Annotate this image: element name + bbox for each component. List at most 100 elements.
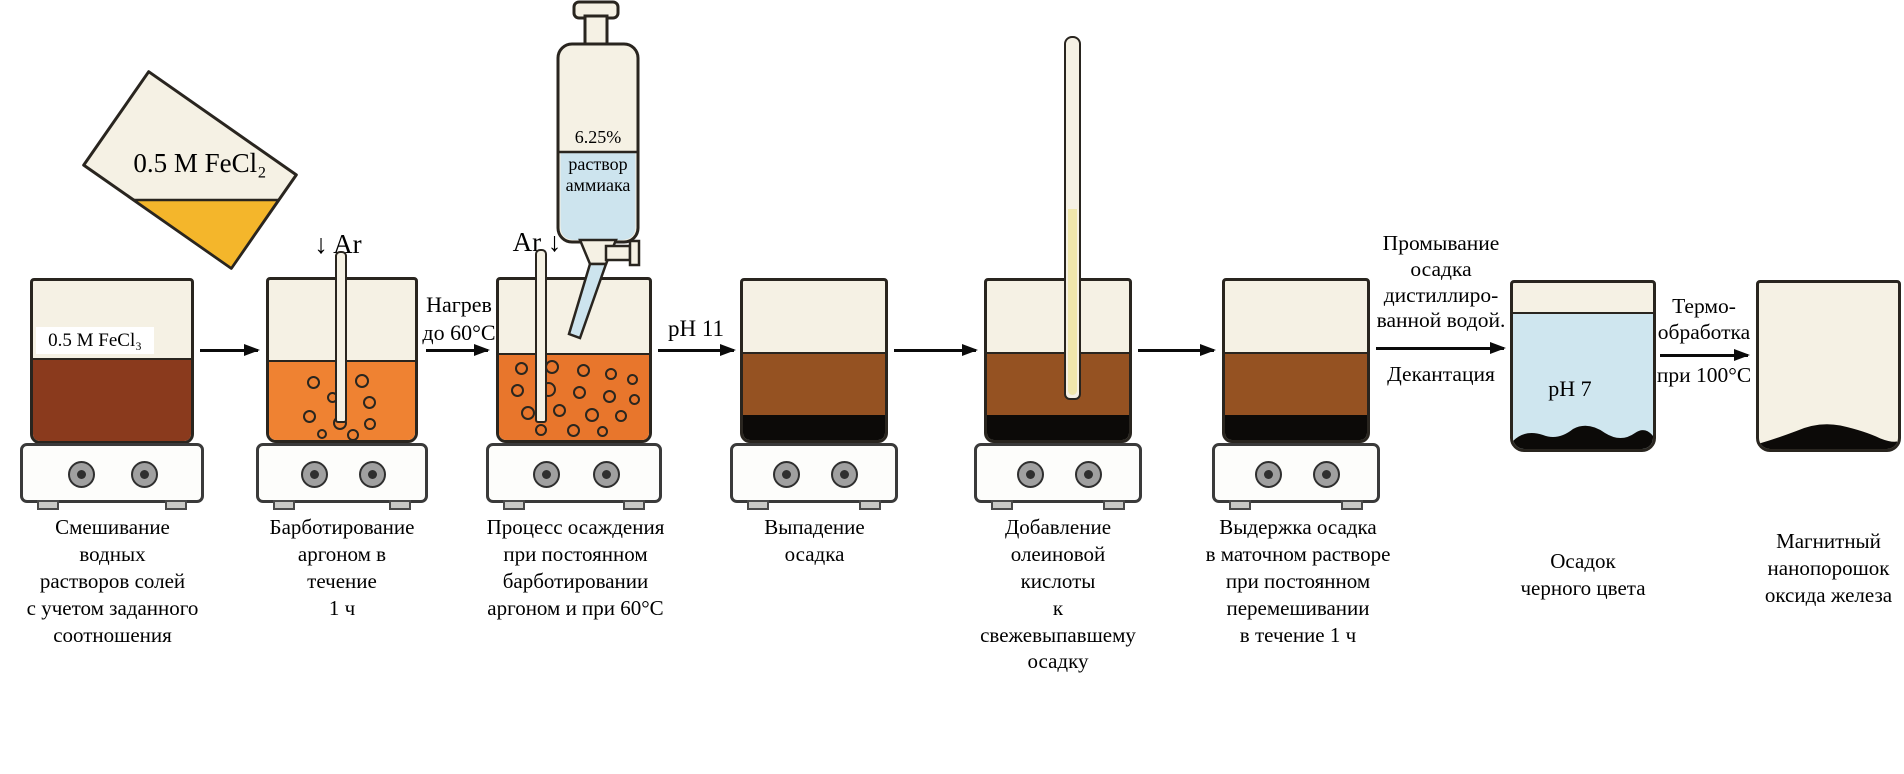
- beaker-precipitate: [740, 278, 888, 443]
- arrow-step2-3: [426, 344, 490, 356]
- bubble: [535, 424, 547, 436]
- black-sediment-mound: [1513, 425, 1653, 449]
- magnetic-stirrer-6: [1212, 443, 1380, 510]
- caption-step5: Добавление олеиновой кислоты к свежевыпа…: [980, 515, 1136, 674]
- stirrer-knob: [831, 461, 858, 488]
- beaker-oleic-addition: [984, 278, 1132, 443]
- bubble: [317, 429, 327, 439]
- arrow-step4-5: [894, 344, 978, 356]
- stirrer-foot: [503, 500, 525, 510]
- bubble: [303, 410, 316, 423]
- arrow-step1-2: [200, 344, 260, 356]
- stirrer-foot: [1341, 500, 1363, 510]
- pouring-beaker: [82, 70, 298, 270]
- magnetic-stirrer-5: [974, 443, 1142, 510]
- black-sediment-layer: [987, 415, 1129, 440]
- washing-note: Промывание осадка дистиллиро- ванной вод…: [1376, 231, 1506, 333]
- stirrer-knob: [593, 461, 620, 488]
- stirrer-foot: [991, 500, 1013, 510]
- bubble: [573, 386, 586, 399]
- black-sediment-layer: [743, 415, 885, 440]
- bubble: [605, 368, 617, 380]
- beaker-holding: [1222, 278, 1370, 443]
- argon-tube-step3: [535, 249, 547, 423]
- caption-step6: Выдержка осадка в маточном растворе при …: [1205, 515, 1391, 647]
- bubble: [577, 364, 590, 377]
- magnetic-stirrer-4: [730, 443, 898, 510]
- mother-liquor-liquid: [1225, 352, 1367, 415]
- arrow-step6-7: [1376, 342, 1506, 354]
- argon-tube-step2: [335, 251, 347, 423]
- stirrer-knob: [359, 461, 386, 488]
- caption-step1: Смешивание водных растворов солей с учет…: [26, 515, 199, 647]
- stirrer-foot: [1103, 500, 1125, 510]
- stirrer-knob: [301, 461, 328, 488]
- bubble: [307, 376, 320, 389]
- decantation-note: Декантация: [1387, 362, 1495, 386]
- beaker-washed-sediment: [1510, 280, 1656, 452]
- bubble: [615, 410, 627, 422]
- stirrer-foot: [165, 500, 187, 510]
- stirrer-knob: [1075, 461, 1102, 488]
- caption-step2: Барботирование аргоном в течение 1 ч: [269, 515, 415, 620]
- black-sediment-layer: [1225, 415, 1367, 440]
- stirrer-foot: [37, 500, 59, 510]
- mother-liquor-liquid: [743, 352, 885, 415]
- heating-note: Нагрев до 60°C: [422, 292, 496, 345]
- stirrer-foot: [389, 500, 411, 510]
- stirrer-foot: [747, 500, 769, 510]
- bubble: [545, 360, 559, 374]
- ph7-label: pH 7: [1548, 376, 1592, 401]
- bubble: [364, 418, 376, 430]
- funnel-stopcock: [604, 244, 632, 262]
- argon-label-step2: ↓ Ar: [314, 229, 362, 259]
- bubble: [627, 374, 638, 385]
- oleic-acid-liquid: [1068, 209, 1077, 395]
- thermo-note-top: Термо- обработка: [1657, 294, 1751, 344]
- bubble: [363, 396, 376, 409]
- stirrer-knob: [131, 461, 158, 488]
- caption-step3: Процесс осаждения при постоянном барботи…: [486, 515, 665, 620]
- bubble: [567, 424, 580, 437]
- funnel-concentration-label: 6.25%: [574, 127, 622, 147]
- bubble: [511, 384, 524, 397]
- stirrer-knob: [533, 461, 560, 488]
- magnetic-stirrer-2: [256, 443, 428, 510]
- funnel-stopcock-handle: [628, 239, 641, 267]
- bubble: [597, 426, 608, 437]
- bubble: [603, 390, 616, 403]
- stirrer-knob: [773, 461, 800, 488]
- magnetic-stirrer-1: [20, 443, 204, 510]
- stirrer-knob: [68, 461, 95, 488]
- arrow-step3-4: [658, 344, 736, 356]
- stirrer-foot: [859, 500, 881, 510]
- arrow-step5-6: [1138, 344, 1216, 356]
- dropping-funnel: [556, 0, 641, 340]
- bubble: [355, 374, 369, 388]
- fecl2-liquid: [132, 198, 280, 270]
- stirrer-foot: [623, 500, 645, 510]
- stirrer-foot: [1229, 500, 1251, 510]
- oleic-acid-pipette: [1064, 36, 1081, 400]
- beaker-precipitation: [496, 277, 652, 443]
- beaker-mixing: [30, 278, 194, 444]
- bubble: [585, 408, 599, 422]
- stirrer-knob: [1255, 461, 1282, 488]
- black-nanopowder-mound: [1759, 424, 1898, 449]
- arrow-step7-8: [1660, 349, 1750, 361]
- fecl3-solution-liquid: [33, 358, 191, 441]
- bubble: [515, 362, 528, 375]
- stirrer-knob: [1313, 461, 1340, 488]
- stirrer-knob: [1017, 461, 1044, 488]
- ph11-note: pH 11: [667, 316, 724, 341]
- bubble: [521, 406, 535, 420]
- bubble: [553, 404, 566, 417]
- beaker-nanopowder: [1756, 280, 1901, 452]
- caption-step7: Осадок черного цвета: [1520, 549, 1646, 600]
- magnetic-stirrer-3: [486, 443, 662, 510]
- ammonia-liquid: [560, 152, 636, 240]
- mother-liquor-liquid: [987, 352, 1129, 415]
- bubble: [629, 394, 640, 405]
- fecl3-label: 0.5 M FeCl₃: [36, 327, 154, 354]
